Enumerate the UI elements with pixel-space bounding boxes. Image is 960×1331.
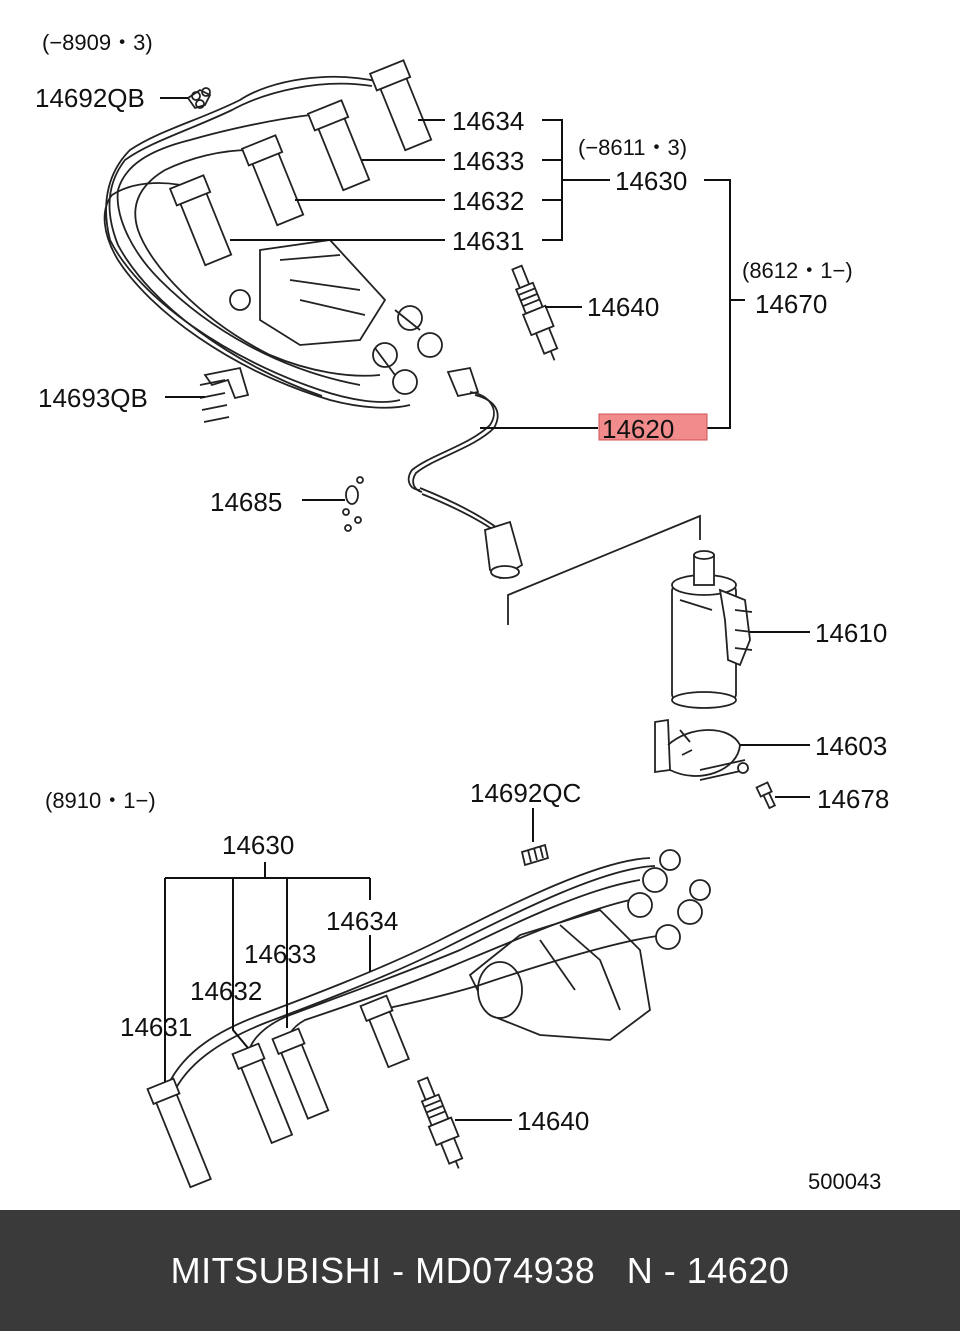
label-14610[interactable]: 14610 xyxy=(815,618,887,648)
label-14692qb[interactable]: 14692QB xyxy=(35,83,145,113)
label-14633-bottom[interactable]: 14633 xyxy=(244,939,316,969)
clip-14692qb-drawing xyxy=(186,87,212,110)
date-range-top-wires: (−8909・3) xyxy=(42,30,153,55)
clip-14685-drawing xyxy=(342,476,364,532)
label-14678[interactable]: 14678 xyxy=(817,784,889,814)
label-14640-top[interactable]: 14640 xyxy=(587,292,659,322)
top-wire-set-drawing xyxy=(103,59,443,409)
parts-diagram: (−8909・3) 14692QB 14634 (−8611・3) 14633 … xyxy=(35,30,889,1194)
label-14692qc[interactable]: 14692QC xyxy=(470,778,581,808)
label-14632-top[interactable]: 14632 xyxy=(452,186,524,216)
highlight-14620 xyxy=(598,413,708,441)
leader-lines xyxy=(160,97,810,1121)
label-14630-top[interactable]: 14630 xyxy=(615,166,687,196)
clip-14692qc-drawing xyxy=(520,843,550,867)
date-range-bottom-wires: (8910・1−) xyxy=(45,788,156,813)
spark-plug-bottom-drawing xyxy=(416,1076,464,1169)
label-14633-top[interactable]: 14633 xyxy=(452,146,524,176)
label-14685[interactable]: 14685 xyxy=(210,487,282,517)
label-14634-bottom[interactable]: 14634 xyxy=(326,906,398,936)
spark-plug-top-drawing xyxy=(511,264,559,361)
date-range-set-old: (−8611・3) xyxy=(578,135,687,160)
label-14603[interactable]: 14603 xyxy=(815,731,887,761)
label-14620[interactable]: 14620 xyxy=(602,414,674,444)
label-14631-top[interactable]: 14631 xyxy=(452,226,524,256)
bottom-wire-set-drawing xyxy=(146,849,711,1189)
label-14693qb[interactable]: 14693QB xyxy=(38,383,148,413)
label-14632-bottom[interactable]: 14632 xyxy=(190,976,262,1006)
label-14630-bottom[interactable]: 14630 xyxy=(222,830,294,860)
labels: (−8909・3) 14692QB 14634 (−8611・3) 14633 … xyxy=(35,30,889,1194)
date-range-set-new: (8612・1−) xyxy=(742,258,853,283)
label-14670[interactable]: 14670 xyxy=(755,289,827,319)
bolt-14678-drawing xyxy=(755,781,777,810)
clip-14693qb-drawing xyxy=(199,366,250,423)
diagram-code: 500043 xyxy=(808,1169,881,1194)
label-14631-bottom[interactable]: 14631 xyxy=(120,1012,192,1042)
label-14640-bottom[interactable]: 14640 xyxy=(517,1106,589,1136)
bracket-14603-drawing xyxy=(654,718,749,781)
ignition-coil-drawing xyxy=(507,514,753,709)
footer-bar: MITSUBISHI - MD074938 N - 14620 xyxy=(0,1210,960,1331)
coil-wire-14620-drawing xyxy=(407,366,524,580)
footer-part-info: MITSUBISHI - MD074938 N - 14620 xyxy=(170,1249,790,1291)
label-14634-top[interactable]: 14634 xyxy=(452,106,524,136)
